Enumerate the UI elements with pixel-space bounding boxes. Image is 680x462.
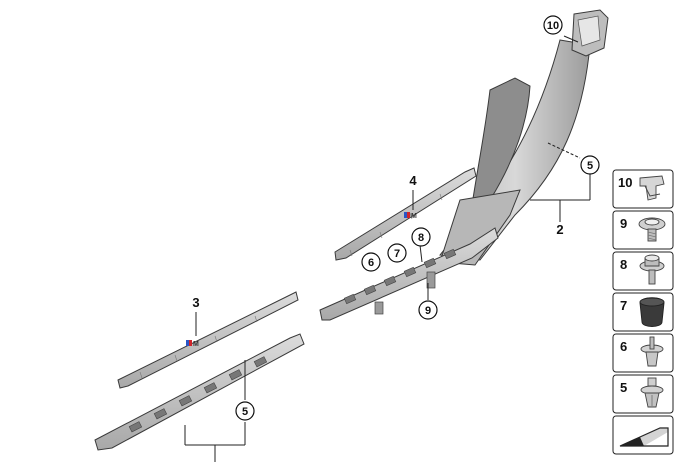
svg-text:M: M (193, 341, 199, 348)
parts-row-9: 9 (612, 210, 674, 250)
svg-text:7: 7 (394, 248, 400, 260)
shim-wedge-icon (619, 427, 669, 447)
parts-number-9: 9 (620, 216, 627, 231)
rubber-plug-icon (639, 297, 665, 327)
parts-number-7: 7 (620, 298, 627, 313)
m-badge-front: M (186, 340, 199, 348)
callout-6: 6 (361, 252, 381, 272)
label-3: 3 (192, 295, 199, 310)
label-4: 4 (409, 173, 417, 188)
svg-text:8: 8 (418, 232, 424, 244)
leader-lines (184, 35, 591, 462)
parts-row-10: 10 (612, 169, 674, 209)
entrance-strip-front: M (117, 291, 299, 389)
callout-7: 7 (387, 243, 407, 263)
parts-row-7: 7 (612, 292, 674, 332)
clip-icon (639, 175, 665, 201)
svg-text:M: M (411, 213, 417, 220)
callout-8: 8 (411, 227, 431, 247)
push-rivet-icon (640, 336, 664, 367)
svg-text:9: 9 (425, 305, 431, 317)
parts-row-5: 5 (612, 374, 674, 414)
flange-screw-icon (639, 254, 665, 285)
callout-5-sill: 5 (235, 401, 255, 421)
svg-text:10: 10 (547, 20, 559, 32)
entrance-strip-rear: M (334, 167, 477, 261)
b-pillar-trim (439, 9, 609, 266)
parts-number-6: 6 (620, 339, 627, 354)
svg-text:5: 5 (242, 406, 248, 418)
callout-5-pillar: 5 (580, 155, 600, 175)
screw-icon (638, 217, 666, 242)
parts-number-5: 5 (620, 380, 627, 395)
callout-9: 9 (418, 300, 438, 320)
label-2: 2 (556, 222, 563, 237)
expanding-rivet-icon (640, 377, 664, 408)
m-badge-rear: M (404, 212, 417, 220)
svg-text:6: 6 (368, 257, 374, 269)
callout-10: 10 (543, 15, 563, 35)
parts-number-10: 10 (618, 175, 632, 190)
parts-row-footer (612, 415, 674, 455)
parts-row-8: 8 (612, 251, 674, 291)
parts-number-8: 8 (620, 257, 627, 272)
rear-sill-trim (319, 227, 499, 321)
parts-panel: 10 9 8 (612, 169, 674, 455)
parts-row-6: 6 (612, 333, 674, 373)
svg-text:5: 5 (587, 160, 593, 172)
front-sill-trim (94, 333, 305, 451)
